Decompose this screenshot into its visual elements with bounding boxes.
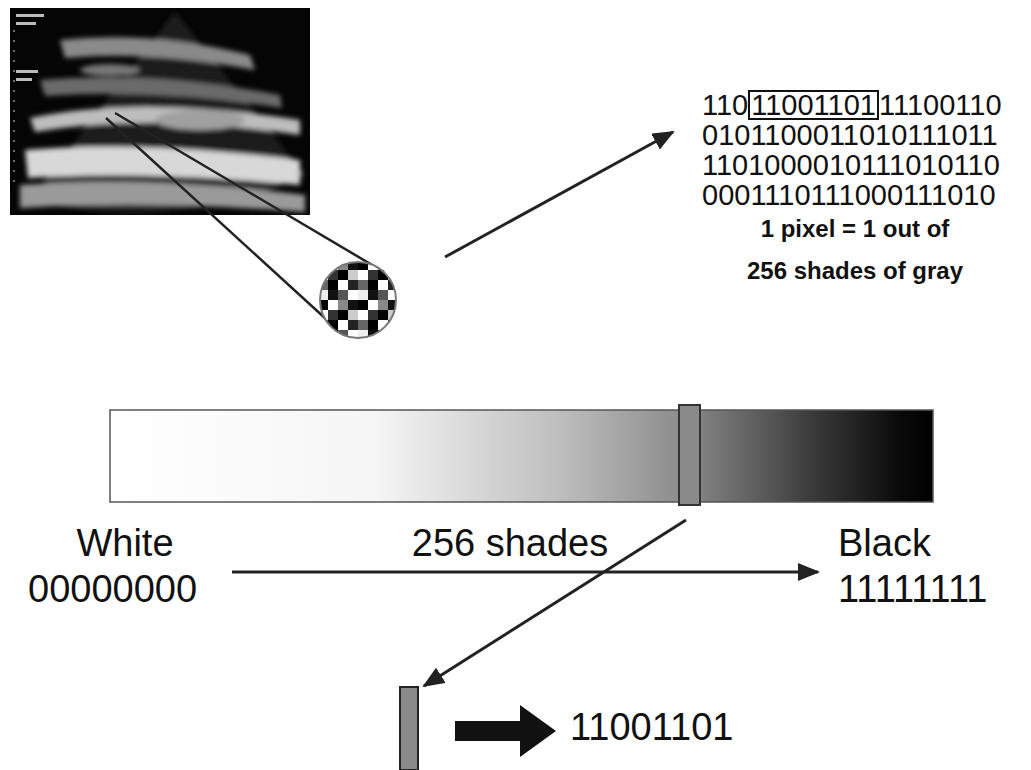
binary-line: 0101100011010111011: [702, 120, 998, 150]
binary-text: 256 shades: [412, 522, 609, 564]
binary-text: White: [76, 522, 173, 564]
pixel-zoom: [320, 262, 396, 338]
binary-text: 0101100011010111011: [702, 120, 998, 150]
caption-text: 1 pixel = 1 out of: [690, 214, 1020, 244]
binary-line: 0001110111000111010: [702, 180, 996, 210]
binary-text: 11001101: [751, 92, 876, 118]
binary-text: 110: [702, 90, 748, 120]
scale-label: 256 shades: [360, 522, 660, 564]
selected-shade: [679, 405, 700, 505]
scale-label: White: [25, 522, 225, 564]
depth-scale: [14, 30, 15, 190]
highlight-box: 11001101: [748, 90, 879, 120]
screen-mark: [16, 22, 36, 25]
binary-text: 11111111: [838, 568, 987, 610]
binary-row: 1101100110111100110: [702, 90, 1002, 120]
arrow: [445, 132, 673, 257]
scale-arrow: [232, 571, 818, 574]
screen-mark: [16, 78, 32, 81]
binary-text: 1101000010111010110: [702, 150, 1000, 180]
scale-label: Black: [838, 522, 931, 564]
caption-text: 256 shades of gray: [690, 256, 1020, 286]
screen-mark: [16, 70, 38, 73]
scale-label: 11111111: [838, 568, 987, 610]
shade-swatch: [400, 687, 418, 770]
binary-text: 256 shades of gray: [747, 256, 963, 286]
binary-text: 00000000: [28, 568, 197, 610]
binary-line: 1101000010111010110: [702, 150, 1000, 180]
binary-text: Black: [838, 522, 931, 564]
binary-text: 0001110111000111010: [702, 180, 996, 210]
screen-mark: [16, 14, 44, 17]
binary-text: 11100110: [879, 90, 1002, 120]
thick-arrow: [455, 705, 556, 757]
image-ground: [10, 8, 310, 215]
scale-label: 11001101: [570, 706, 733, 748]
binary-text: 11001101: [570, 706, 733, 748]
ultrasound-image: [10, 8, 310, 215]
zoom-line: [106, 118, 338, 330]
echo-pattern: [20, 12, 305, 213]
binary-text: 1 pixel = 1 out of: [761, 214, 950, 244]
grayscale-bar: [110, 410, 933, 502]
scale-label: 00000000: [28, 568, 197, 610]
